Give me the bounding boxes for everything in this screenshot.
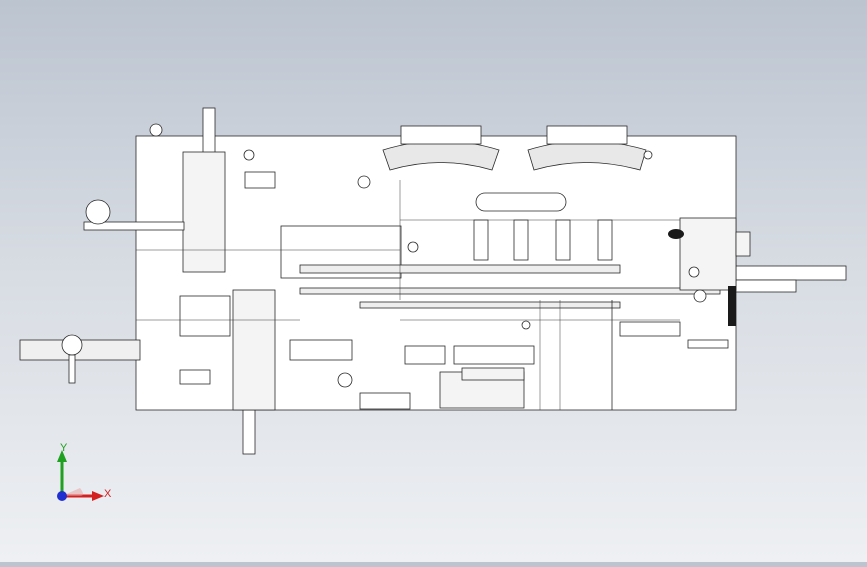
right-rail bbox=[735, 265, 847, 281]
right-assembly bbox=[679, 217, 737, 291]
x-axis-head bbox=[92, 491, 104, 501]
lower-pulley-shaft bbox=[68, 354, 76, 384]
cylinder-c bbox=[453, 345, 535, 365]
hole-4 bbox=[407, 241, 419, 253]
bottom-block-top bbox=[461, 367, 525, 381]
x-axis-label: X bbox=[104, 488, 112, 500]
hole-2 bbox=[357, 175, 371, 189]
fixture-2 bbox=[179, 369, 211, 385]
left-lower-column bbox=[232, 289, 276, 411]
upper-pulley bbox=[85, 199, 111, 225]
hole-3 bbox=[337, 372, 353, 388]
fixture-1 bbox=[359, 392, 411, 410]
hole-9 bbox=[688, 266, 700, 278]
hopper-left-frame bbox=[400, 125, 482, 145]
station-2 bbox=[513, 219, 529, 261]
cylinder-a bbox=[289, 339, 353, 361]
z-axis-origin bbox=[57, 491, 67, 501]
right-rail-lower bbox=[735, 279, 797, 293]
right-assembly-cap bbox=[735, 231, 751, 257]
main-rail-3 bbox=[359, 301, 621, 309]
slot bbox=[475, 192, 567, 212]
hole-5 bbox=[693, 289, 707, 303]
top-post bbox=[202, 107, 216, 154]
left-tall-block bbox=[182, 151, 226, 273]
cylinder-b bbox=[404, 345, 446, 365]
y-axis-head bbox=[57, 450, 67, 462]
upper-belt-arm bbox=[83, 221, 185, 231]
fixture-4 bbox=[619, 321, 681, 337]
dark-accent bbox=[668, 229, 684, 239]
fixture-3 bbox=[244, 171, 276, 189]
y-axis-label: Y bbox=[60, 442, 68, 454]
hopper-right-frame bbox=[546, 125, 628, 145]
xy-plane-indicator bbox=[62, 488, 83, 496]
fixture-5 bbox=[687, 339, 729, 349]
hole-6 bbox=[643, 150, 653, 160]
station-4 bbox=[597, 219, 613, 261]
right-edge-bar bbox=[728, 286, 736, 326]
station-1 bbox=[473, 219, 489, 261]
hole-7 bbox=[149, 123, 163, 137]
coordinate-triad: Y X bbox=[40, 436, 120, 516]
station-3 bbox=[555, 219, 571, 261]
cylinder-d bbox=[179, 295, 231, 337]
bottom-post bbox=[242, 409, 256, 455]
main-rail-2 bbox=[299, 287, 721, 295]
main-rail bbox=[299, 264, 621, 274]
lower-pulley bbox=[61, 334, 83, 356]
hole-1 bbox=[243, 149, 255, 161]
hole-8 bbox=[521, 320, 531, 330]
triad-graphic bbox=[57, 450, 104, 501]
